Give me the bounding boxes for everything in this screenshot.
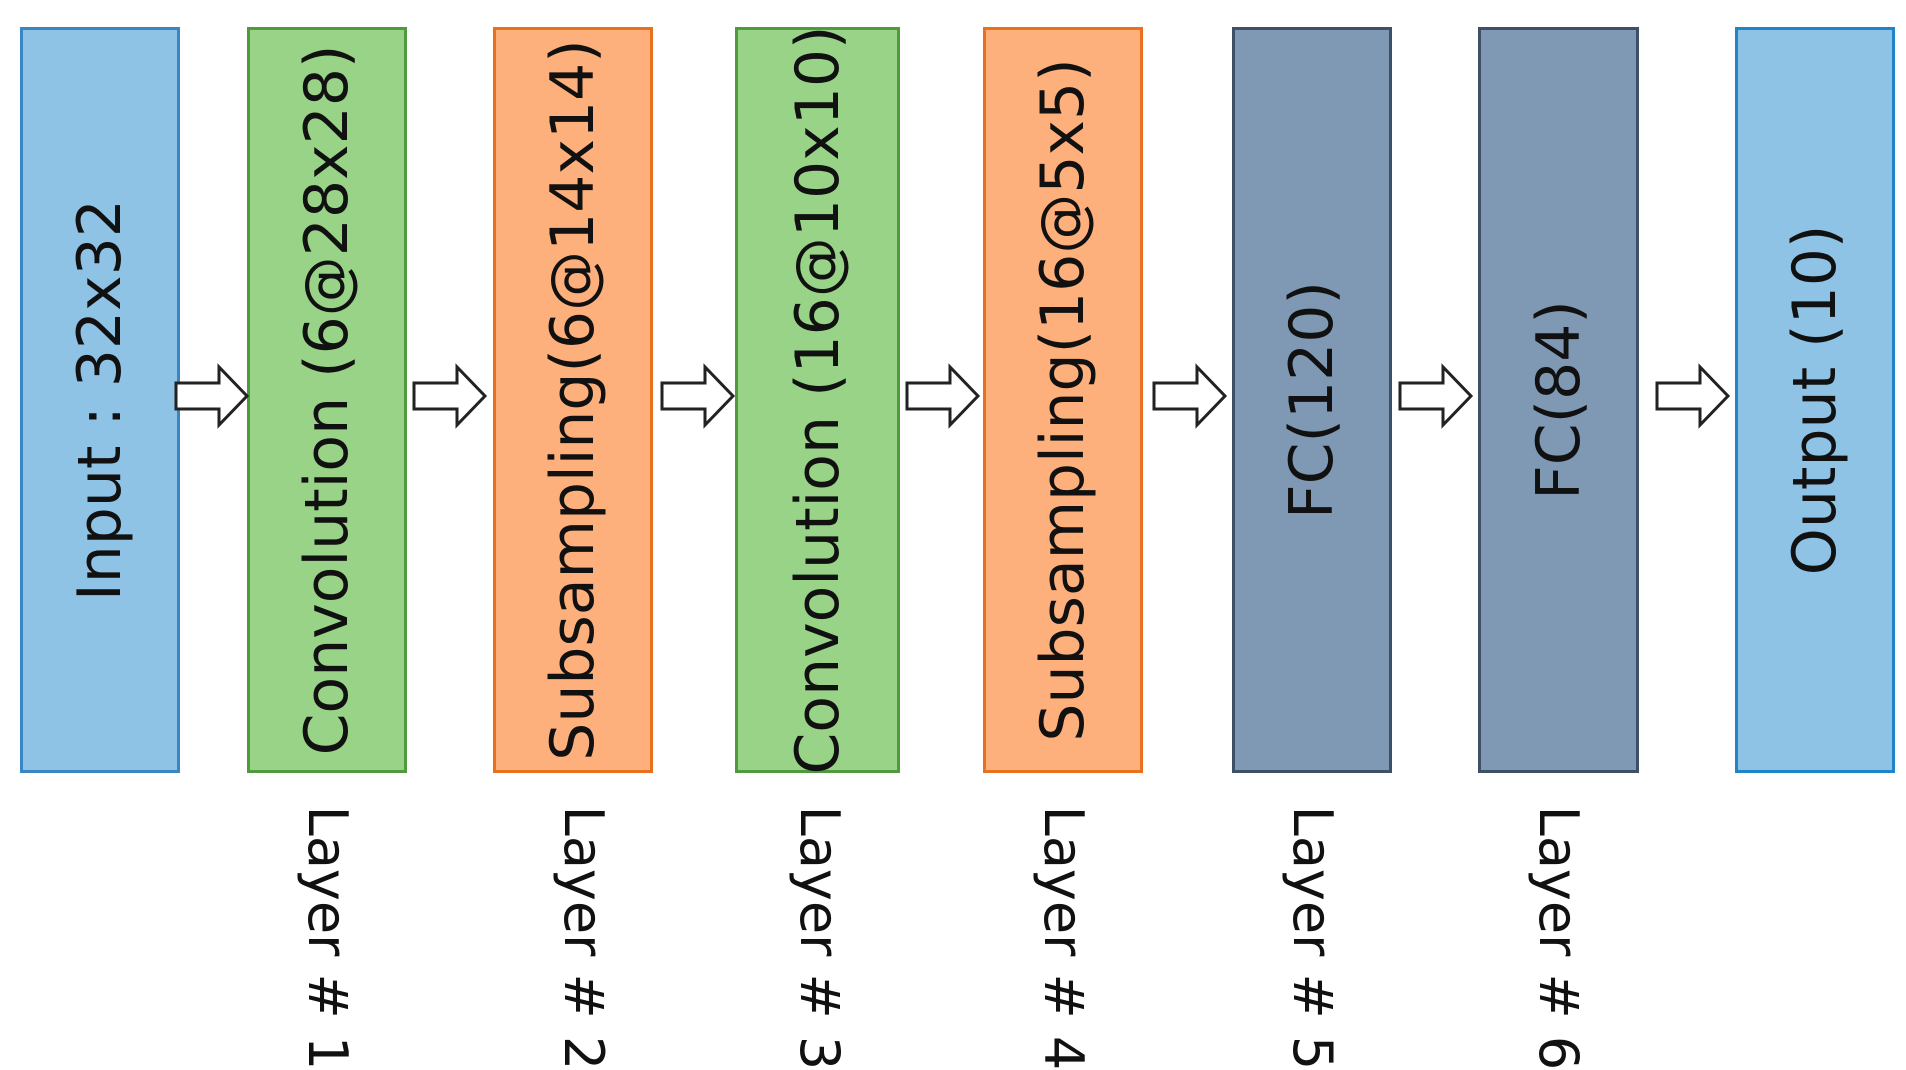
subsampling-block-1-label: Subsampling(6@14x14) bbox=[538, 39, 608, 761]
output-block-label: Output (10) bbox=[1780, 224, 1850, 576]
fc-block-2: FC(84) bbox=[1478, 27, 1639, 773]
hollow-right-arrow-icon bbox=[660, 363, 736, 429]
subsampling-block-2: Subsampling(16@5x5) bbox=[983, 27, 1143, 773]
fc-block-1-label: FC(120) bbox=[1277, 281, 1347, 519]
subsampling-block-2-label: Subsampling(16@5x5) bbox=[1028, 58, 1098, 742]
hollow-right-arrow-icon bbox=[412, 363, 488, 429]
hollow-right-arrow-icon bbox=[905, 363, 981, 429]
fc-block-2-label: FC(84) bbox=[1523, 300, 1594, 500]
layer-label-3-text: Layer # 3 bbox=[788, 805, 851, 1070]
convolution-block-1: Convolution (6@28x28) bbox=[247, 27, 407, 773]
layer-label-6-text: Layer # 6 bbox=[1527, 805, 1590, 1070]
layer-label-1: Layer # 1 bbox=[287, 806, 367, 1070]
layer-label-2-text: Layer # 2 bbox=[552, 805, 615, 1070]
fc-block-1: FC(120) bbox=[1232, 27, 1392, 773]
hollow-right-arrow-icon bbox=[1152, 363, 1228, 429]
output-block: Output (10) bbox=[1735, 27, 1895, 773]
layer-label-6: Layer # 6 bbox=[1518, 806, 1598, 1070]
layer-label-5: Layer # 5 bbox=[1272, 806, 1352, 1070]
layer-label-2: Layer # 2 bbox=[543, 806, 623, 1070]
input-block-label: Input : 32x32 bbox=[65, 199, 135, 601]
layer-label-4-text: Layer # 4 bbox=[1032, 805, 1095, 1070]
layer-label-5-text: Layer # 5 bbox=[1281, 805, 1344, 1070]
layer-label-3: Layer # 3 bbox=[779, 806, 859, 1070]
hollow-right-arrow-icon bbox=[1398, 363, 1474, 429]
subsampling-block-1: Subsampling(6@14x14) bbox=[493, 27, 653, 773]
layer-label-4: Layer # 4 bbox=[1023, 806, 1103, 1070]
convolution-block-2: Convolution (16@10x10) bbox=[735, 25, 900, 775]
convolution-block-2-label: Convolution (16@10x10) bbox=[782, 25, 853, 775]
layer-label-1-text: Layer # 1 bbox=[296, 805, 359, 1070]
input-block: Input : 32x32 bbox=[20, 27, 180, 773]
hollow-right-arrow-icon bbox=[1655, 363, 1731, 429]
hollow-right-arrow-icon bbox=[174, 363, 250, 429]
convolution-block-1-label: Convolution (6@28x28) bbox=[292, 44, 362, 756]
